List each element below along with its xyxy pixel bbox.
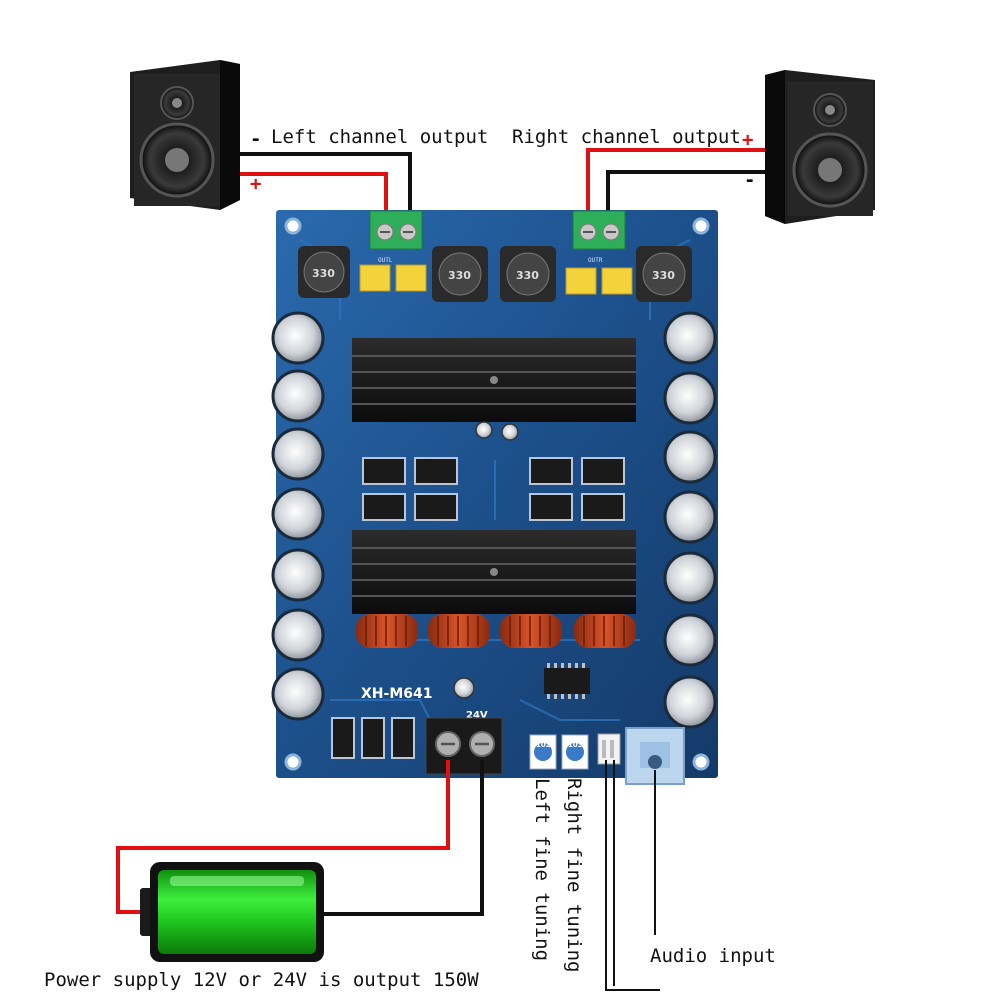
inductor-3-code: 330: [516, 269, 539, 282]
leader-lines: [605, 760, 660, 991]
inductor-4-code: 330: [652, 269, 675, 282]
capacitors-left: [271, 311, 325, 721]
left-pot-code: 102: [536, 741, 551, 749]
board-model-label: XH-M641: [361, 686, 432, 702]
inductor-4: 330: [636, 246, 692, 302]
amplifier-board: OUTL OUTR 330 330 330 330: [271, 210, 718, 785]
right-output-terminal: [572, 210, 626, 250]
right-tuning-potentiometer[interactable]: 103: [561, 734, 589, 770]
left-output-minus: -: [250, 128, 261, 150]
right-output-label: Right channel output: [512, 126, 741, 148]
top-heatsink: [352, 338, 636, 422]
inductor-2-code: 330: [448, 269, 471, 282]
output-coils: [356, 614, 636, 648]
left-speaker-icon: [130, 60, 240, 210]
power-wires: [116, 760, 484, 916]
left-output-plus: +: [250, 173, 261, 195]
left-speaker-wires: [240, 152, 412, 215]
capacitors-right: [663, 311, 717, 729]
right-pot-code: 103: [568, 741, 583, 749]
left-tuning-potentiometer[interactable]: 102: [529, 734, 557, 770]
outr-silkscreen: OUTR: [588, 257, 603, 264]
film-capacitors: [359, 264, 633, 295]
inductor-1-code: 330: [312, 267, 335, 280]
power-supply-label: Power supply 12V or 24V is output 150W: [44, 969, 479, 991]
power-terminal: [425, 717, 503, 775]
audio-input-connector: [597, 733, 621, 765]
left-output-terminal: [369, 210, 423, 250]
right-output-minus: -: [744, 169, 755, 191]
op-amp-chip: [544, 663, 590, 699]
bottom-heatsink: [352, 530, 636, 614]
smd-diodes: [331, 457, 625, 759]
inductor-1: 330: [298, 246, 350, 298]
left-output-label: Left channel output: [271, 126, 488, 148]
battery-icon: [140, 862, 324, 962]
small-capacitors: [453, 421, 519, 699]
outl-silkscreen: OUTL: [378, 257, 393, 264]
right-tuning-label: Right fine tuning: [563, 778, 585, 972]
right-output-plus: +: [742, 129, 753, 151]
board-voltage-label: 24V: [466, 710, 488, 721]
audio-input-label: Audio input: [650, 945, 776, 967]
right-speaker-wires: [586, 148, 765, 215]
inductor-2: 330: [432, 246, 488, 302]
right-speaker-icon: [765, 70, 875, 224]
inductor-3: 330: [500, 246, 556, 302]
left-tuning-label: Left fine tuning: [531, 778, 553, 961]
